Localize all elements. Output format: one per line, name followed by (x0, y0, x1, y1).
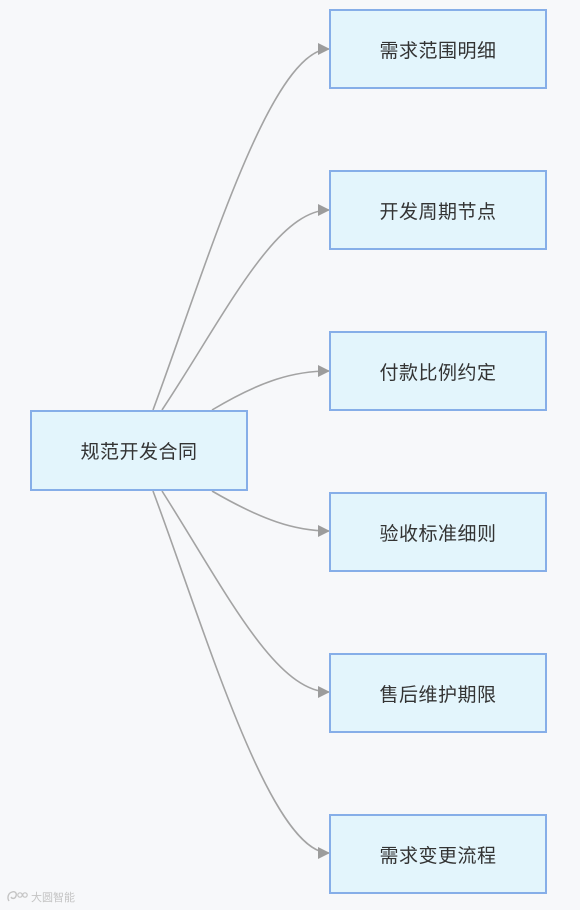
child-node-label: 付款比例约定 (379, 361, 497, 384)
brand-logo-icon (7, 891, 28, 902)
watermark: 大圆智能 (6, 889, 75, 905)
child-node-maintenance-period[interactable]: 售后维护期限 (329, 653, 547, 733)
edge-to-child-4 (161, 490, 330, 698)
edge-to-child-5 (152, 490, 330, 859)
child-node-label: 需求变更流程 (379, 844, 497, 867)
child-node-payment-terms[interactable]: 付款比例约定 (329, 331, 547, 411)
edge-to-child-2 (211, 365, 330, 411)
edge-to-child-3 (211, 490, 330, 537)
root-node-label: 规范开发合同 (80, 441, 198, 463)
child-node-acceptance-criteria[interactable]: 验收标准细则 (329, 492, 547, 572)
child-node-label: 开发周期节点 (379, 200, 497, 223)
child-node-schedule-milestones[interactable]: 开发周期节点 (329, 170, 547, 250)
child-node-label: 售后维护期限 (379, 683, 497, 706)
child-node-scope-details[interactable]: 需求范围明细 (329, 9, 547, 89)
edge-to-child-1 (161, 204, 330, 411)
child-node-change-process[interactable]: 需求变更流程 (329, 814, 547, 894)
watermark-text: 大圆智能 (31, 891, 75, 904)
root-node[interactable]: 规范开发合同 (30, 410, 248, 491)
edge-to-child-0 (152, 43, 330, 411)
child-node-label: 需求范围明细 (379, 39, 497, 62)
child-node-label: 验收标准细则 (379, 522, 497, 545)
